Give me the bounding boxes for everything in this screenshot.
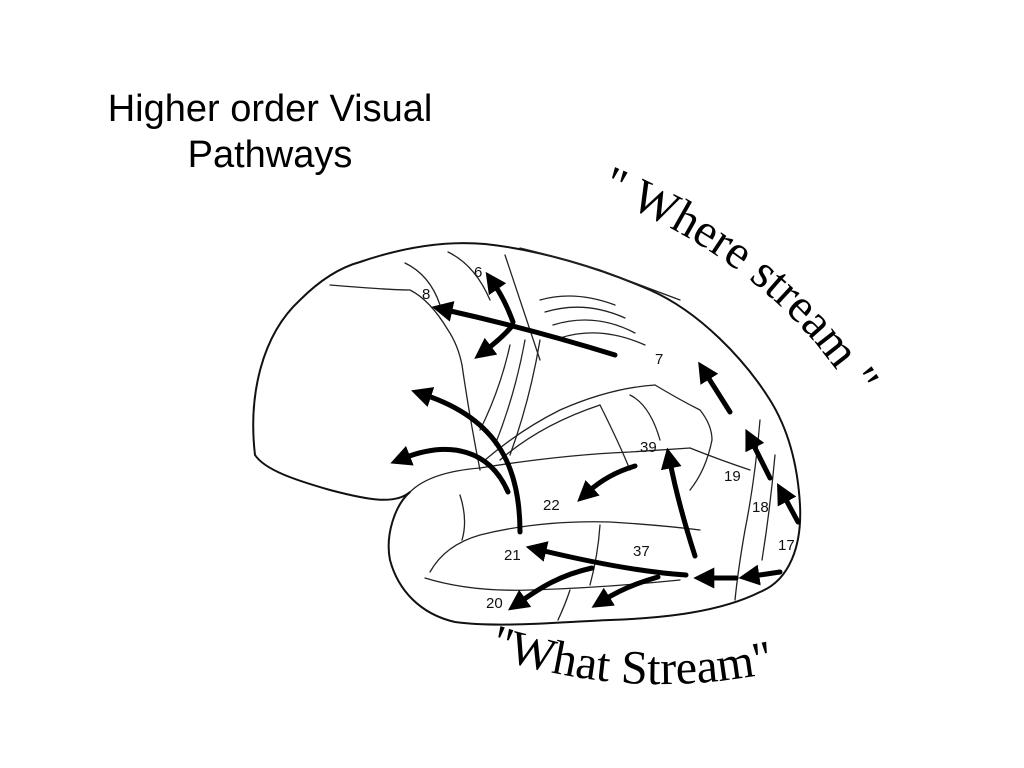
what-pathway-arrows	[390, 387, 783, 611]
arrow-37-to-20	[507, 565, 595, 611]
what-stream-label: "What Stream"	[485, 615, 778, 695]
area-label-7: 7	[655, 351, 663, 368]
area-label-17: 17	[778, 537, 795, 554]
arrow-21-to-frontal-upper	[411, 387, 523, 535]
where-stream-text: " Where stream "	[596, 156, 889, 403]
what-stream-text: "What Stream"	[485, 615, 778, 695]
arrow-21-to-frontal-lower	[390, 445, 511, 495]
where-stream-label: " Where stream "	[596, 156, 889, 403]
arrow-18-to-19	[745, 428, 773, 481]
area-label-22: 22	[543, 497, 560, 514]
where-pathway-arrows	[431, 271, 801, 559]
area-label-18: 18	[752, 499, 769, 516]
arrow-fork-down	[474, 322, 516, 359]
arrow-37-ventral	[591, 574, 661, 608]
area-label-8: 8	[422, 286, 430, 303]
area-label-21: 21	[504, 547, 521, 564]
slide-title: Higher order Visual Pathways	[60, 86, 480, 178]
arrow-17-ventral	[738, 564, 783, 586]
arrow-37-to-39	[660, 447, 698, 559]
arrow-37-to-21	[525, 541, 689, 578]
arrow-19-to-7	[698, 361, 733, 415]
arrow-17-to-18	[777, 483, 801, 525]
area-label-37: 37	[633, 543, 650, 560]
arrow-7-to-8	[431, 301, 618, 358]
area-labels: 6 8 7 39 19 18 17 22 21 37 20	[422, 264, 795, 612]
brain-outline	[252, 242, 802, 626]
area-label-19: 19	[724, 468, 741, 485]
title-line-1: Higher order Visual	[107, 88, 433, 130]
area-label-39: 39	[640, 439, 657, 456]
sulci	[329, 247, 776, 621]
area-label-6: 6	[474, 264, 482, 281]
arrow-fork-to-6	[485, 271, 516, 325]
arrow-39-to-22	[577, 463, 638, 502]
area-label-20: 20	[486, 595, 503, 612]
title-line-2: Pathways	[187, 134, 353, 176]
